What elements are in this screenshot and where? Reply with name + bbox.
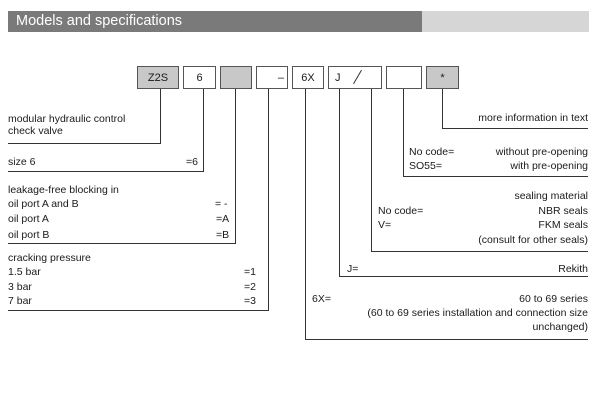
more-info: more information in text: [478, 112, 588, 124]
connector-leakage: [235, 89, 236, 244]
connector-preopening: [403, 89, 404, 177]
seal-nbr: NBR seals: [538, 205, 588, 217]
seal-nocode: No code=: [378, 205, 424, 217]
preopening-nocode-desc: without pre-opening: [495, 146, 588, 158]
leakage-title: leakage-free blocking in: [8, 184, 119, 196]
code-cell-z2s: Z2S: [137, 66, 179, 89]
leakage-b-code: =B: [216, 229, 230, 241]
seal-fkm: FKM seals: [538, 219, 588, 231]
seal-title: sealing material: [514, 190, 588, 202]
j-code: J=: [347, 263, 359, 275]
leakage-a: oil port A: [8, 213, 49, 225]
code-cell-preopening: [386, 66, 422, 89]
connector-star: [442, 89, 443, 129]
series-desc: 60 to 69 series: [519, 293, 588, 305]
cracking-3-code: =2: [244, 281, 256, 293]
slash-divider: [353, 69, 362, 85]
code-cell-star: *: [426, 66, 459, 89]
leakage-ab: oil port A and B: [8, 198, 79, 210]
size-code: =6: [186, 156, 198, 168]
code-cell-cracking: –: [256, 66, 288, 89]
seal-consult: (consult for other seals): [478, 234, 588, 246]
cracking-7: 7 bar: [8, 295, 32, 307]
preopening-nocode: No code=: [409, 146, 455, 158]
cracking-3: 3 bar: [8, 281, 32, 293]
section-title: Models and specifications: [16, 13, 183, 29]
connector-cracking: [268, 89, 269, 311]
series-code: 6X=: [312, 293, 331, 305]
code-cell-size: 6: [183, 66, 216, 89]
header-dark-band: [8, 11, 422, 32]
type-line1: modular hydraulic control: [8, 113, 126, 125]
series-note2: unchanged): [532, 321, 588, 333]
code-cell-leakage: [220, 66, 252, 89]
series-note1: (60 to 69 series installation and connec…: [367, 307, 588, 319]
connector-j-h: [339, 276, 588, 277]
leakage-b: oil port B: [8, 229, 50, 241]
connector-size-h: [8, 171, 204, 172]
type-line2: check valve: [8, 125, 63, 137]
leakage-ab-code: = -: [215, 198, 228, 210]
connector-j: [339, 89, 340, 277]
connector-preopening-h: [403, 176, 588, 177]
preopening-so55-desc: with pre-opening: [510, 160, 588, 172]
seal-v: V=: [378, 219, 392, 231]
size-label: size 6: [8, 156, 36, 168]
connector-series-h: [305, 339, 588, 340]
connector-type: [160, 89, 161, 144]
header-light-band: [422, 11, 589, 32]
cracking-15: 1.5 bar: [8, 266, 41, 278]
connector-series: [305, 89, 306, 340]
cracking-15-code: =1: [244, 266, 256, 278]
connector-seal-h: [371, 251, 588, 252]
connector-size: [203, 89, 204, 172]
connector-leakage-h: [8, 243, 236, 244]
connector-seal: [371, 89, 372, 251]
code-separator: –: [277, 71, 284, 84]
section-header: Models and specifications: [8, 11, 589, 32]
cracking-title: cracking pressure: [8, 252, 91, 264]
j-desc: Rekith: [558, 263, 588, 275]
leakage-a-code: =A: [216, 213, 230, 225]
cracking-7-code: =3: [244, 295, 256, 307]
preopening-so55: SO55=: [409, 160, 442, 172]
connector-star-h: [442, 128, 588, 129]
code-cell-j-seal: J: [328, 66, 382, 89]
code-cell-series: 6X: [292, 66, 324, 89]
connector-type-h: [8, 143, 161, 144]
code-j: J: [335, 71, 341, 84]
connector-cracking-h: [8, 310, 269, 311]
